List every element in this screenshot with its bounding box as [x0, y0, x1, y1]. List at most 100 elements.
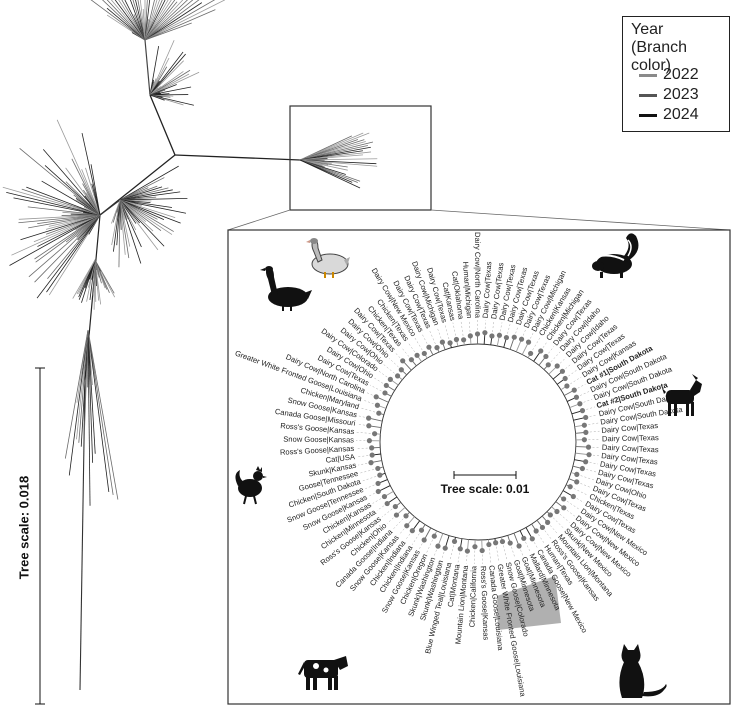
inset-leaf-node: [540, 525, 545, 530]
inset-leaf-node: [489, 333, 494, 338]
inset-leaf-node: [508, 540, 513, 545]
inset-leaf-node: [572, 388, 577, 393]
inset-leaf-node: [414, 353, 419, 358]
main-tree-branch: [88, 330, 118, 500]
inset-leaf-node: [366, 423, 371, 428]
inset-leaf-node: [577, 401, 582, 406]
inset-leaf-node: [388, 377, 393, 382]
main-scale-label: Tree scale: 0.018: [17, 468, 32, 588]
inset-leaf-node: [461, 337, 466, 342]
inset-leaf-node: [426, 345, 431, 350]
inset-leaf-node: [574, 479, 579, 484]
main-tree-branch: [46, 215, 100, 292]
inset-leaf-node: [561, 505, 566, 510]
inset-leaf-node: [555, 363, 560, 368]
legend-swatch-2023: [639, 94, 657, 97]
inset-leaf-node: [548, 512, 553, 517]
inset-leaf-node: [516, 543, 521, 548]
inset-leaf-node: [512, 335, 517, 340]
main-tree-branch: [120, 166, 179, 200]
main-tree-branch: [57, 120, 100, 215]
inset-leaf-node: [382, 494, 387, 499]
inset-leaf-node: [400, 358, 405, 363]
main-tree-branch: [88, 330, 113, 495]
inset-leaf-node: [538, 348, 543, 353]
inset-leaf-node: [454, 337, 459, 342]
inset-leaf-node: [410, 528, 415, 533]
legend-label-2022: 2022: [663, 65, 699, 85]
main-tree-branch: [150, 95, 194, 105]
inset-leaf-node: [374, 394, 379, 399]
inset-leaf-node: [526, 340, 531, 345]
inset-leaf-node: [497, 333, 502, 338]
inset-leaf-node: [452, 539, 457, 544]
inset-leaf-node: [574, 472, 579, 477]
inset-leaf-node: [458, 546, 463, 551]
inset-leaf-node: [586, 452, 591, 457]
inset-leaf-node: [370, 452, 375, 457]
inset-leaf-node: [465, 548, 470, 553]
inset-leaf-node: [385, 501, 390, 506]
inset-leaf-node: [482, 330, 487, 335]
inset-leaf-node: [375, 481, 380, 486]
inset-leaf-node: [583, 430, 588, 435]
inset-leaf-node: [375, 403, 380, 408]
inset-leaf-node: [384, 383, 389, 388]
inset-leaf-node: [409, 357, 414, 362]
inset-leaf-node: [368, 460, 373, 465]
inset-leaf-node: [561, 496, 566, 501]
inset-leaf-node: [580, 466, 585, 471]
inset-leaf-node: [432, 534, 437, 539]
legend: Year (Branch color) 2022 2023 2024: [622, 16, 730, 132]
inset-leaf-node: [554, 509, 559, 514]
inset-leaf-node: [472, 544, 477, 549]
inset-leaf-node: [521, 536, 526, 541]
inset-leaf-node: [399, 367, 404, 372]
inset-leaf-node: [586, 445, 591, 450]
inset-leaf-node: [583, 415, 588, 420]
inset-leaf-node: [419, 528, 424, 533]
inset-leaf-node: [366, 416, 371, 421]
inset-leaf-node: [376, 489, 381, 494]
inset-leaf-node: [543, 354, 548, 359]
inset-leaf-node: [582, 437, 587, 442]
inset-leaf-node: [519, 337, 524, 342]
inset-leaf-node: [583, 459, 588, 464]
inset-leaf-node: [393, 504, 398, 509]
inset-leaf-node: [422, 537, 427, 542]
inset-leaf-node: [500, 539, 505, 544]
inset-leaf-node: [574, 395, 579, 400]
inset-leaf-node: [480, 548, 485, 553]
inset-leaf-label: Dairy Cow|Texas: [602, 433, 659, 443]
inset-leaf-node: [563, 376, 568, 381]
inset-leaf-node: [404, 523, 409, 528]
inset-leaf-label: Chicken|California: [468, 565, 479, 627]
inset-leaf-node: [530, 536, 535, 541]
inset-leaf-node: [545, 520, 550, 525]
inset-leaf-node: [377, 473, 382, 478]
main-backbone: [175, 155, 300, 160]
inset-leaf-node: [568, 484, 573, 489]
inset-leaf-node: [434, 345, 439, 350]
inset-leaf-node: [395, 373, 400, 378]
inset-leaf-node: [468, 333, 473, 338]
inset-leaf-node: [382, 390, 387, 395]
main-backbone: [145, 40, 150, 95]
inset-leaf-node: [435, 544, 440, 549]
inset-leaf-node: [422, 351, 427, 356]
legend-title-line1: Year: [631, 21, 729, 39]
inset-leaf-node: [369, 445, 374, 450]
inset-leaf-node: [394, 512, 399, 517]
inset-leaf-node: [564, 383, 569, 388]
main-tree-branch: [35, 215, 100, 259]
main-backbone: [150, 95, 175, 155]
inset-leaf-node: [560, 369, 565, 374]
inset-leaf-node: [475, 331, 480, 336]
inset-leaf-label: Snow Goose|Kansas: [283, 435, 354, 445]
inset-leaf-node: [375, 466, 380, 471]
main-tree-branch: [145, 3, 202, 40]
inset-leaf-node: [582, 423, 587, 428]
inset-leaf-node: [447, 340, 452, 345]
main-tree-branch: [120, 190, 173, 200]
